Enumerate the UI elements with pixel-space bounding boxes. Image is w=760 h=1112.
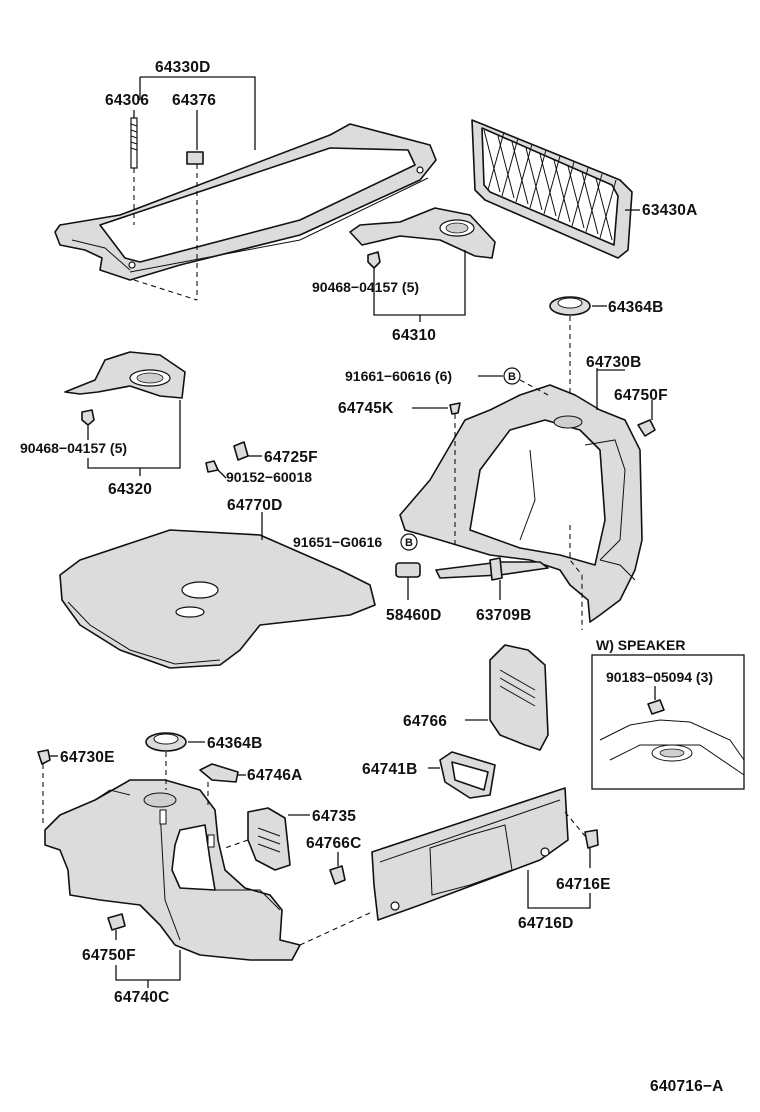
label-64740C: 64740C [114, 989, 170, 1006]
net-strand [497, 135, 515, 199]
label-64330D: 64330D [155, 59, 211, 76]
net-strand [581, 171, 599, 235]
clip-64376 [186, 151, 204, 165]
clip-90468-b [81, 409, 95, 426]
bracket-64746A [199, 763, 239, 783]
label-64730B: 64730B [586, 354, 642, 371]
label-64725F: 64725F [264, 449, 318, 466]
cargo-net [471, 119, 633, 259]
label-64745K: 64745K [338, 400, 394, 417]
label-64310: 64310 [392, 327, 436, 344]
net-strand [557, 161, 575, 221]
bolt-64306 [130, 117, 138, 169]
luggage-mat [59, 529, 376, 669]
grommet-64364B-top [549, 296, 591, 316]
label-64766: 64766 [403, 713, 447, 730]
speaker-cover-64320 [64, 351, 186, 399]
cover-64766 [489, 644, 549, 751]
speaker-inset-box: W) SPEAKER 90183−05094 (3) [591, 637, 745, 790]
net-strand [515, 143, 533, 203]
net-strand [483, 129, 501, 193]
label-64770D: 64770D [227, 497, 283, 514]
label-63430A: 63430A [642, 202, 698, 219]
clip-64745K [449, 402, 461, 415]
speaker-inset-title: W) SPEAKER [596, 637, 685, 653]
ref-b-1: B [508, 371, 516, 383]
clip-64725F [205, 441, 249, 473]
label-90468-a: 90468−04157 (5) [312, 279, 419, 295]
net-strand [571, 167, 589, 227]
hook-58460D [395, 562, 421, 578]
label-64364B-bottom: 64364B [207, 735, 263, 752]
net-strand [487, 131, 505, 191]
net-strand [553, 159, 571, 223]
label-64716D: 64716D [518, 915, 574, 932]
net-strand [525, 147, 543, 211]
jack-holder-63709B [435, 557, 549, 581]
ref-b-2: B [405, 537, 413, 549]
label-64746A: 64746A [247, 767, 303, 784]
net-strand [595, 177, 613, 241]
label-90468-b: 90468−04157 (5) [20, 440, 127, 456]
label-90152: 90152−60018 [226, 469, 312, 485]
tray-64741B [439, 751, 496, 799]
clip-64716E [584, 829, 599, 849]
label-58460D: 58460D [386, 607, 442, 624]
clip-90468-a [367, 251, 381, 269]
label-64730E: 64730E [60, 749, 115, 766]
net-strand [501, 137, 519, 197]
lh-side-trim [44, 779, 301, 961]
package-tray-trim [54, 123, 437, 281]
speaker-cover-64310 [349, 207, 496, 259]
rear-sill-trim [371, 787, 569, 921]
grommet-64364B-bottom [145, 732, 187, 752]
rh-side-trim [399, 384, 643, 623]
net-strand [543, 155, 561, 215]
label-64716E: 64716E [556, 876, 611, 893]
clip-64730E [37, 749, 51, 765]
label-64766C: 64766C [306, 835, 362, 852]
label-90183: 90183−05094 (3) [606, 669, 713, 685]
label-63709B: 63709B [476, 607, 532, 624]
label-64364B-top: 64364B [608, 299, 664, 316]
label-91651: 91651−G0616 [293, 534, 382, 550]
clip-64766C [329, 865, 346, 885]
net-strand [567, 165, 585, 229]
net-strand [511, 141, 529, 205]
label-64750F-bottom: 64750F [82, 947, 136, 964]
label-64306: 64306 [105, 92, 149, 109]
label-64741B: 64741B [362, 761, 418, 778]
clip-64750F-top [637, 419, 656, 437]
clip-64750F-bottom [107, 913, 126, 931]
net-strand [529, 149, 547, 209]
diagram-code: 640716−A [650, 1078, 724, 1095]
label-64735: 64735 [312, 808, 356, 825]
net-strand [539, 153, 557, 217]
label-64320: 64320 [108, 481, 152, 498]
label-64750F-top: 64750F [614, 387, 668, 404]
label-64376: 64376 [172, 92, 216, 109]
net-strand [585, 173, 603, 233]
cover-64735 [247, 807, 291, 871]
label-91661: 91661−60616 (6) [345, 368, 452, 384]
net-strand [599, 179, 617, 239]
